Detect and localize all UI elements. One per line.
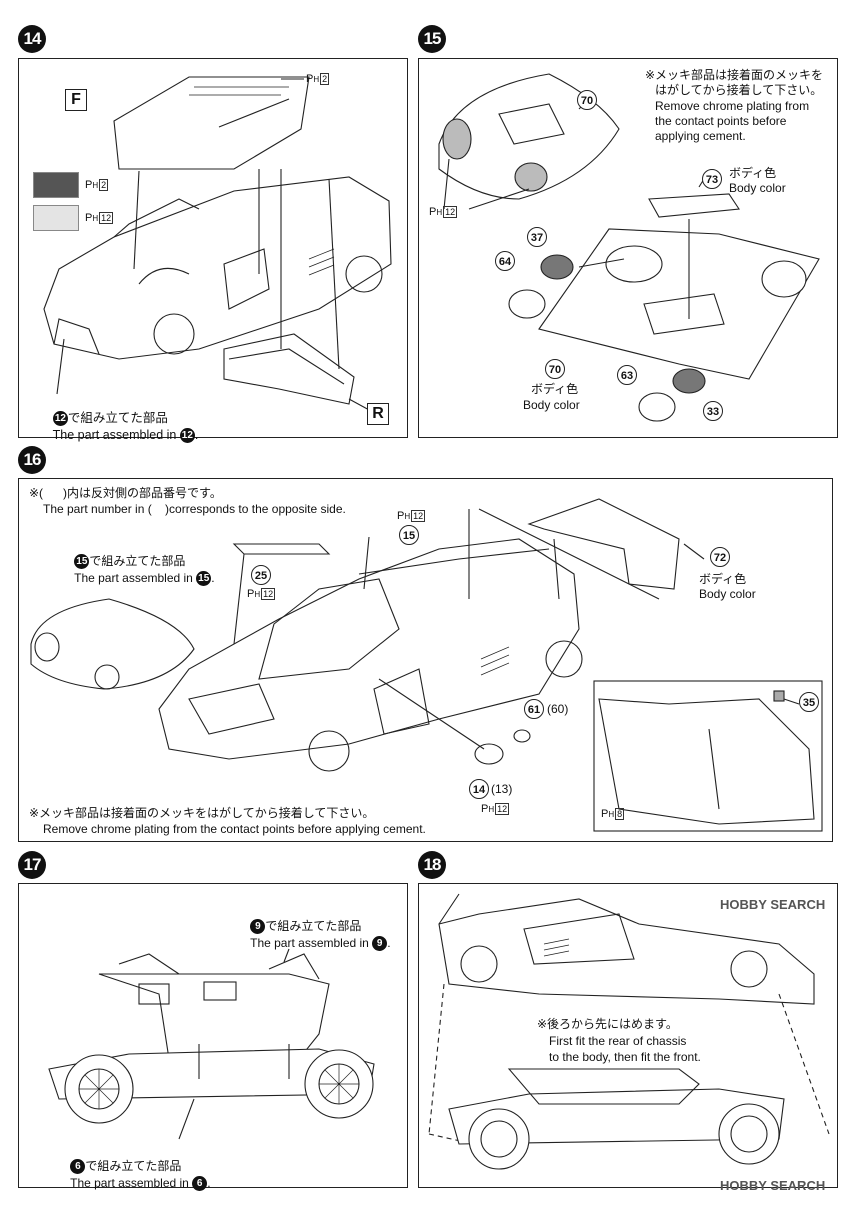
watermark-top: HOBBY SEARCH xyxy=(720,897,826,912)
step-16-chrome-en: Remove chrome plating from the contact p… xyxy=(43,822,426,836)
step-15-body-color-jp-top: ボディ色 xyxy=(729,166,777,180)
step-14-swatch-dark xyxy=(33,172,79,198)
step-14-illustration xyxy=(43,76,392,412)
step-16-part-13: (13) xyxy=(491,782,513,796)
step-15-note-en-3: applying cement. xyxy=(655,129,746,143)
step-15-body-color-jp-bottom: ボディ色 xyxy=(531,382,579,396)
step-14-r-label: R xyxy=(367,403,389,425)
step-16-panel: ※( )内は反対側の部品番号です。 The part number in ( )… xyxy=(18,478,833,842)
step-14-assembled-en: The part assembled in 12. xyxy=(52,428,199,444)
step-15-note-jp-2: はがしてから接着して下さい。 xyxy=(655,83,823,97)
step-16-note-en: The part number in ( )corresponds to the… xyxy=(43,502,346,516)
step-15-body-color-en-top: Body color xyxy=(729,181,786,195)
step-15-part-73: 73 xyxy=(702,169,722,189)
step-15-number: 15 xyxy=(418,25,446,53)
step-18-note-jp: ※後ろから先にはめます。 xyxy=(537,1017,678,1031)
step-17-top-en: The part assembled in 9. xyxy=(250,936,391,952)
step-17-bottom-en: The part assembled in 6. xyxy=(70,1176,211,1192)
step-14-ref-badge: 12 xyxy=(52,411,68,427)
step-18-illustration xyxy=(428,893,830,1170)
step-16-part-60: (60) xyxy=(547,702,569,716)
step-14-number: 14 xyxy=(18,25,46,53)
step-16-part-15: 15 xyxy=(399,525,419,545)
step-16-chrome-jp: ※メッキ部品は接着面のメッキをはがしてから接着して下さい。 xyxy=(29,806,375,820)
step-16-note-jp: ※( )内は反対側の部品番号です。 xyxy=(29,486,222,500)
step-15-body-color-en-bottom: Body color xyxy=(523,398,580,412)
step-16-assembled-en: The part assembled in 15. xyxy=(74,571,215,587)
step-15-part-70-top: 70 xyxy=(577,90,597,110)
step-16-part-25: 25 xyxy=(251,565,271,585)
watermark-bottom: HOBBY SEARCH xyxy=(720,1178,826,1193)
step-15-part-33: 33 xyxy=(703,401,723,421)
step-15-part-64: 64 xyxy=(495,251,515,271)
step-15-panel: ※メッキ部品は接着面のメッキを はがしてから接着して下さい。 Remove ch… xyxy=(418,58,838,438)
step-16-part-72: 72 xyxy=(710,547,730,567)
step-16-part-35: 35 xyxy=(799,692,819,712)
step-16-body-color-jp: ボディ色 xyxy=(699,572,747,586)
step-18-note-en-2: to the body, then fit the front. xyxy=(549,1050,701,1064)
step-15-note-en-1: Remove chrome plating from xyxy=(655,99,810,113)
step-15-part-63: 63 xyxy=(617,365,637,385)
step-15-part-37: 37 xyxy=(527,227,547,247)
step-18-note-en-1: First fit the rear of chassis xyxy=(549,1034,687,1048)
step-16-part-14: 14 xyxy=(469,779,489,799)
step-15-note-en-2: the contact points before xyxy=(655,114,787,128)
step-16-body-color-en: Body color xyxy=(699,587,756,601)
step-17-number: 17 xyxy=(18,851,46,879)
step-16-part-61: 61 xyxy=(524,699,544,719)
step-14-swatch-light xyxy=(33,205,79,231)
step-15-illustration xyxy=(438,73,820,422)
step-15-note-jp-1: ※メッキ部品は接着面のメッキを xyxy=(645,68,824,82)
step-14-f-label: F xyxy=(65,89,87,111)
step-16-number: 16 xyxy=(18,446,46,474)
step-17-illustration xyxy=(48,948,375,1140)
step-18-number: 18 xyxy=(418,851,446,879)
step-16-illustration xyxy=(30,498,823,832)
step-15-part-70-bottom: 70 xyxy=(545,359,565,379)
step-18-panel: ※後ろから先にはめます。 First fit the rear of chass… xyxy=(418,883,838,1188)
